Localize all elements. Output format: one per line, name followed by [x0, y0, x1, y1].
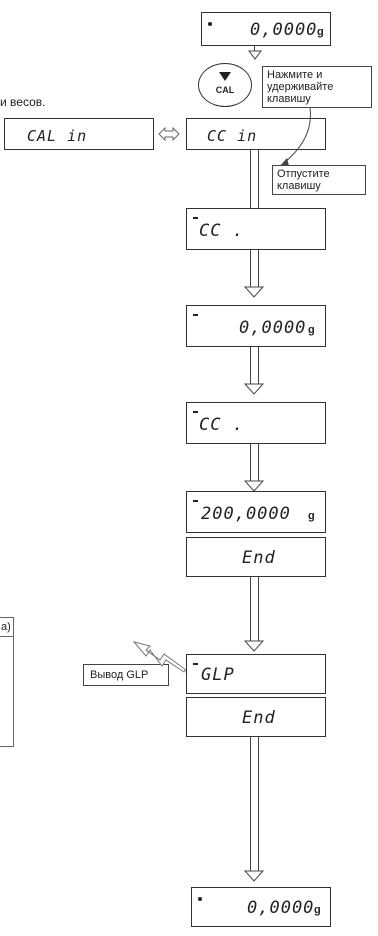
- flow-arrow-down-icon: [244, 870, 264, 882]
- flow-line-6b: [258, 577, 259, 642]
- balance-display-final: 0,0000 g: [191, 887, 331, 927]
- display-value: CC .: [199, 221, 244, 241]
- cal-key-label: CAL: [215, 85, 235, 95]
- cropped-table-divider: [0, 636, 14, 637]
- triangle-down-icon: [219, 72, 231, 81]
- stable-indicator-icon: [208, 22, 212, 26]
- curved-arrow-icon: [279, 107, 311, 167]
- display-value: CC in: [207, 127, 258, 145]
- display-unit: g: [308, 324, 315, 336]
- minus-indicator: [193, 663, 198, 665]
- flow-arrow-down-icon: [244, 286, 264, 298]
- flow-line-3b: [258, 250, 259, 290]
- output-zigzag-arrow-icon: [132, 641, 187, 673]
- callout-release: Отпустите клавишу: [272, 165, 366, 195]
- display-value: 0,0000: [247, 898, 315, 918]
- display-cc-in: CC in: [186, 118, 326, 150]
- display-value: 200,0000: [201, 504, 291, 524]
- display-span-weight: 200,0000 g: [186, 491, 326, 533]
- callout-press-hold: Нажмите и удерживайте клавишу: [262, 66, 372, 108]
- flow-line-1: [254, 43, 255, 53]
- display-end-2: End: [186, 697, 326, 737]
- flow-arrow-down-icon: [244, 383, 264, 395]
- cal-key-button[interactable]: CAL: [198, 63, 252, 107]
- minus-indicator: [193, 411, 198, 413]
- display-value: 0,0000: [239, 318, 307, 338]
- flow-line-4: [250, 347, 251, 387]
- flow-line-5b: [258, 444, 259, 484]
- display-zero-2: 0,0000 g: [186, 305, 326, 347]
- display-value: CC .: [199, 415, 244, 435]
- flow-arrow-down-icon: [248, 50, 262, 60]
- flow-line-7: [250, 737, 251, 872]
- display-value: GLP: [201, 665, 235, 685]
- minus-indicator: [193, 500, 198, 502]
- minus-indicator: [193, 217, 198, 219]
- flow-line-4b: [258, 347, 259, 387]
- balance-display-zero: 0,0000 g: [201, 12, 331, 46]
- cropped-text-paren: а): [1, 621, 11, 633]
- display-value: End: [242, 708, 276, 728]
- flow-line-2b: [258, 150, 259, 208]
- double-arrow-icon: [158, 126, 180, 142]
- display-value: End: [242, 548, 276, 568]
- flow-line-7b: [258, 737, 259, 872]
- display-unit: g: [317, 26, 324, 38]
- stable-indicator-icon: [198, 897, 202, 901]
- display-cal-in: CAL in: [4, 118, 154, 150]
- display-end: End: [186, 537, 326, 577]
- display-cc-dot: CC .: [186, 208, 326, 250]
- flow-arrow-down-icon: [244, 640, 264, 652]
- cropped-table-frame: [0, 617, 14, 747]
- flow-line-2: [250, 150, 251, 208]
- cropped-text-vesov: и весов.: [0, 95, 46, 109]
- minus-indicator: [193, 314, 198, 316]
- display-value: 0,0000: [250, 20, 318, 40]
- flow-line-3: [250, 250, 251, 290]
- flow-arrow-down-icon: [244, 480, 264, 492]
- display-unit: g: [308, 510, 315, 522]
- display-value: CAL in: [27, 127, 88, 145]
- display-unit: g: [314, 904, 321, 916]
- display-glp: GLP: [186, 654, 326, 694]
- display-cc-span: CC .: [186, 402, 326, 444]
- callout-glp-output: Вывод GLP: [83, 664, 169, 686]
- flow-line-6: [250, 577, 251, 642]
- flow-line-5: [250, 444, 251, 484]
